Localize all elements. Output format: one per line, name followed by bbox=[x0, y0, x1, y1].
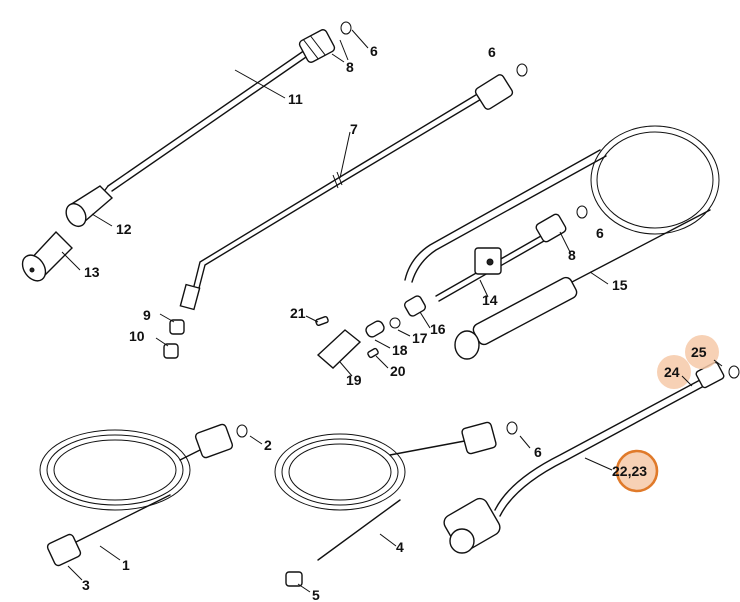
highlight-25 bbox=[685, 335, 719, 369]
label-17: 17 bbox=[412, 330, 428, 346]
o-ring-6c bbox=[576, 205, 588, 219]
label-25: 25 bbox=[691, 344, 707, 360]
highlight-22-23 bbox=[617, 451, 657, 491]
label-9: 9 bbox=[143, 307, 151, 323]
highlight-24 bbox=[657, 355, 691, 389]
label-5: 5 bbox=[312, 587, 320, 602]
label-2: 2 bbox=[264, 437, 272, 453]
nozzle-13 bbox=[21, 230, 73, 282]
o-ring-6a bbox=[340, 21, 352, 35]
coiled-hose-1 bbox=[39, 423, 234, 567]
o-ring-6d bbox=[506, 421, 518, 435]
nozzle-12 bbox=[65, 185, 114, 228]
label-8b: 8 bbox=[568, 247, 576, 263]
fitting-10 bbox=[163, 343, 179, 359]
seal-18 bbox=[365, 320, 385, 338]
fitting-9 bbox=[169, 319, 185, 335]
lance-7 bbox=[179, 74, 514, 311]
label-8a: 8 bbox=[346, 59, 354, 75]
label-14: 14 bbox=[482, 292, 498, 308]
label-3: 3 bbox=[82, 577, 90, 593]
screw-21 bbox=[315, 315, 329, 327]
cap-5 bbox=[285, 571, 303, 587]
label-13: 13 bbox=[84, 264, 100, 280]
coiled-hose-4 bbox=[274, 421, 497, 561]
label-4: 4 bbox=[396, 539, 404, 555]
label-6a: 6 bbox=[370, 43, 378, 59]
label-6d: 6 bbox=[534, 444, 542, 460]
nut-16 bbox=[403, 295, 427, 317]
pin-20 bbox=[367, 347, 379, 359]
label-16: 16 bbox=[430, 321, 446, 337]
label-18: 18 bbox=[392, 342, 408, 358]
label-6c: 6 bbox=[596, 225, 604, 241]
label-10: 10 bbox=[129, 328, 145, 344]
label-1: 1 bbox=[122, 557, 130, 573]
label-22-23: 22,23 bbox=[612, 463, 647, 479]
label-19: 19 bbox=[346, 372, 362, 388]
coiled-hose-15 bbox=[404, 125, 720, 360]
label-15: 15 bbox=[612, 277, 628, 293]
label-6b: 6 bbox=[488, 44, 496, 60]
label-12: 12 bbox=[116, 221, 132, 237]
label-7: 7 bbox=[350, 121, 358, 137]
rod-14 bbox=[435, 213, 567, 302]
label-21: 21 bbox=[290, 305, 306, 321]
o-ring-25 bbox=[728, 365, 740, 379]
highlight-ring-22-23 bbox=[615, 449, 659, 493]
label-11: 11 bbox=[288, 91, 303, 107]
o-ring-2 bbox=[236, 424, 248, 438]
leader-lines bbox=[61, 53, 723, 593]
lance-assembly-11 bbox=[97, 29, 336, 207]
o-ring-6b bbox=[516, 63, 528, 77]
label-20: 20 bbox=[390, 363, 406, 379]
o-ring-17 bbox=[389, 317, 401, 329]
lance-22-23 bbox=[443, 361, 725, 554]
label-24: 24 bbox=[664, 364, 680, 380]
nozzle-19 bbox=[316, 329, 362, 369]
